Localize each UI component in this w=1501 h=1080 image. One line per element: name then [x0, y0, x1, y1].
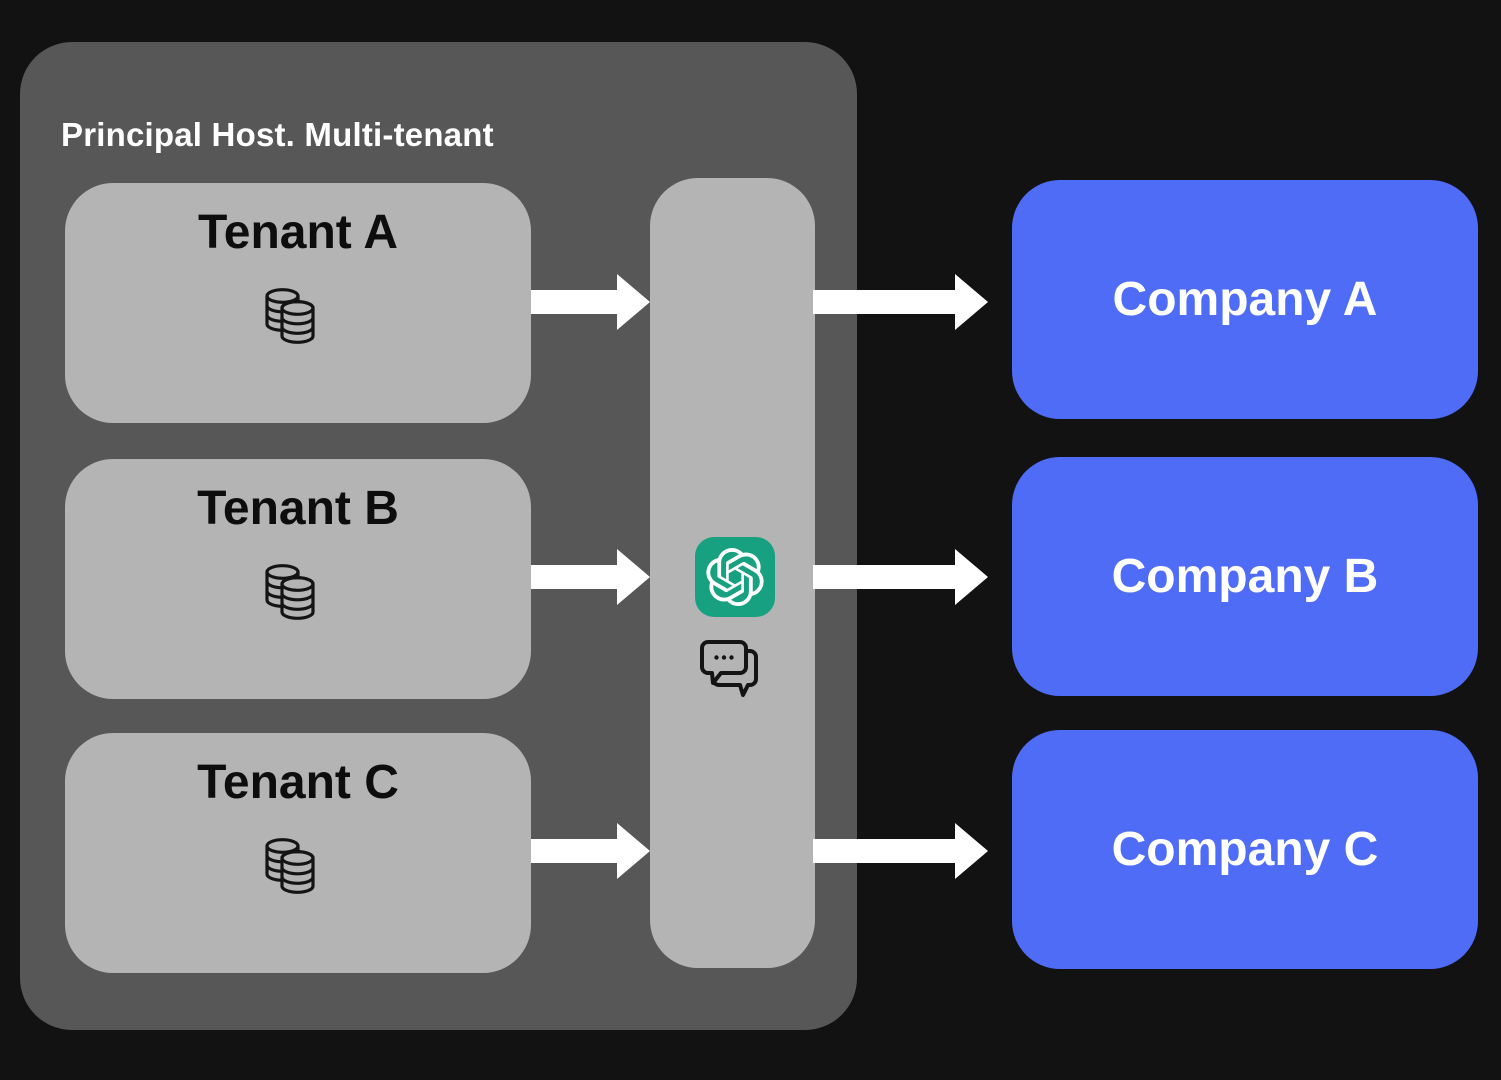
host-title: Principal Host. Multi-tenant	[61, 116, 494, 153]
tenant-a-box: Tenant A	[65, 183, 531, 423]
arrow-gateway-to-company-a	[813, 274, 988, 330]
arrow-tenant-c-to-gateway	[531, 823, 650, 879]
company-a-box: Company A	[1012, 180, 1478, 419]
tenant-b-label: Tenant B	[197, 482, 399, 535]
company-a-label: Company A	[1112, 273, 1378, 326]
openai-logo-icon	[706, 548, 764, 606]
company-c-label: Company C	[1111, 823, 1379, 876]
chat-bubbles-icon	[700, 640, 758, 697]
database-icon	[265, 288, 315, 345]
tenant-b-box: Tenant B	[65, 459, 531, 699]
arrow-tenant-b-to-gateway	[531, 549, 650, 605]
arrow-gateway-to-company-c	[813, 823, 988, 879]
company-b-box: Company B	[1012, 457, 1478, 696]
arrow-tenant-a-to-gateway	[531, 274, 650, 330]
arrow-gateway-to-company-b	[813, 549, 988, 605]
database-icon	[265, 838, 315, 895]
tenant-a-label: Tenant A	[198, 206, 398, 259]
openai-tile	[695, 537, 775, 617]
database-icon	[265, 564, 315, 621]
company-c-box: Company C	[1012, 730, 1478, 969]
tenant-c-box: Tenant C	[65, 733, 531, 973]
tenant-c-label: Tenant C	[197, 756, 399, 809]
company-b-label: Company B	[1111, 550, 1379, 603]
